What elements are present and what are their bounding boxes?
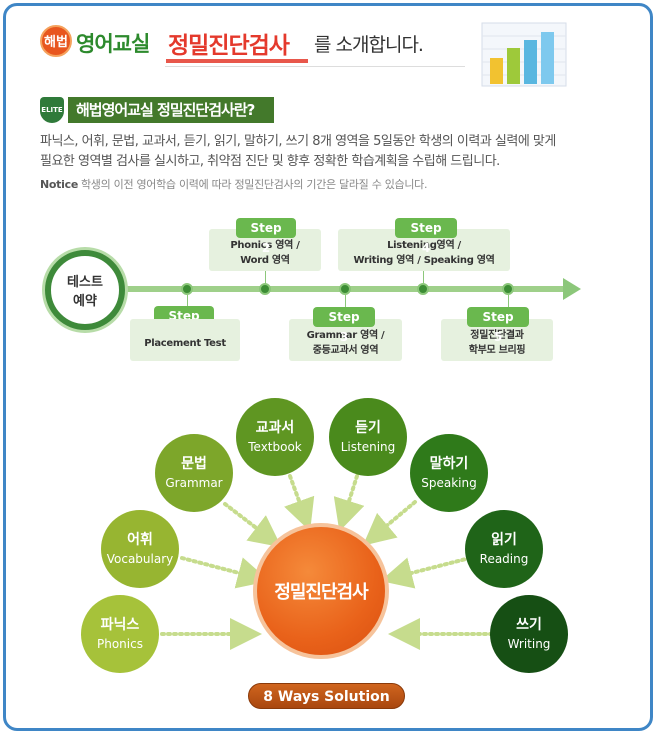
step-3-line-2: 중등교과서 영역 [312,345,379,356]
step-2-box: Phonics 영역 / Word 영역 [209,229,321,271]
area-reading: 읽기 Reading [465,510,543,588]
area-grammar: 문법 Grammar [155,434,233,512]
brand-name: 영어교실 [76,32,150,56]
area-vocabulary-ko: 어휘 [127,532,153,548]
tick-step-1 [187,295,188,309]
step-1-line-1: Placement Test [144,338,226,349]
arrow-grammar [223,502,282,548]
area-speaking-ko: 말하기 [429,456,469,472]
timeline-arrow-icon [563,278,581,300]
step-4-line-1: Listening영역 / [387,240,461,251]
arrow-listening [333,474,365,532]
tick-step-2 [265,271,266,285]
arrow-textbook [284,474,315,532]
step-3-line-1: Grammar 영역 / [306,330,385,341]
step-4-tab: Step 4 [395,218,457,255]
step-3-tab: Step 3 [313,307,375,344]
area-grammar-ko: 문법 [181,456,207,472]
tick-step-4 [423,271,424,285]
tick-step-3 [345,295,346,309]
area-listening-en: Listening [340,440,396,454]
header-divider [165,66,465,67]
solution-badge: 8 Ways Solution [248,683,405,709]
brand-badge: 해법 [40,25,72,57]
notice-label: Notice [40,178,78,191]
area-writing-ko: 쓰기 [516,617,542,633]
area-writing-en: Writing [507,637,551,651]
center-diagnosis-circle: 정밀진단검사 [253,523,389,659]
step-2-tab: Step 2 [236,218,296,255]
area-phonics-en: Phonics [97,637,143,651]
intro-line-1: 파닉스, 어휘, 문법, 교과서, 듣기, 읽기, 말하기, 쓰기 8개 영역을… [40,134,556,149]
area-speaking-en: Speaking [421,476,477,490]
arrow-vocabulary [180,556,270,589]
tick-step-5 [508,295,509,309]
step-2-line-1: Phonics 영역 / [230,240,300,251]
area-textbook-en: Textbook [248,440,302,454]
arrow-speaking [362,500,417,546]
step-5-line-2: 학부모 브리핑 [468,345,526,356]
intro-line-2: 필요한 영역별 검사를 실시하고, 취약점 진단 및 향후 정확한 학습계획을 … [40,154,500,169]
step-5-tab: Step 5 [467,307,529,344]
start-line-1: 테스트 [67,275,103,290]
step-4-line-2: Writing 영역 / Speaking 영역 [353,255,495,266]
area-textbook: 교과서 Textbook [236,398,314,476]
intro-heading: 해법영어교실 정밀진단검사란? [68,97,274,123]
test-reservation-circle: 테스트 예약 [45,250,125,330]
timeline-dot-step-1 [181,283,193,295]
step-5-line-1: 정밀진단결과 [441,328,553,343]
area-phonics-ko: 파닉스 [100,617,140,633]
area-vocabulary-en: Vocabulary [106,552,174,566]
start-line-2: 예약 [73,294,97,309]
bar-chart-illustration-icon [481,22,567,87]
page-title: 정밀진단검사 [168,33,290,59]
intro-description: 파닉스, 어휘, 문법, 교과서, 듣기, 읽기, 말하기, 쓰기 8개 영역을… [40,132,640,172]
timeline-track [95,286,565,292]
elite-emblem-icon: ELITE [40,97,64,123]
title-suffix: 를 소개합니다. [314,34,424,56]
area-writing: 쓰기 Writing [490,595,568,673]
step-2-line-2: Word 영역 [240,255,290,266]
area-textbook-ko: 교과서 [255,420,295,436]
step-1-box: Placement Test [130,319,240,361]
timeline-dot-step-5 [502,283,514,295]
area-speaking: 말하기 Speaking [410,434,488,512]
area-vocabulary: 어휘 Vocabulary [101,510,179,588]
timeline-dot-step-3 [339,283,351,295]
area-reading-ko: 읽기 [491,532,517,548]
area-phonics: 파닉스 Phonics [81,595,159,673]
arrow-reading [380,556,472,589]
area-listening: 듣기 Listening [329,398,407,476]
area-listening-ko: 듣기 [355,420,381,436]
area-reading-en: Reading [479,552,529,566]
area-grammar-en: Grammar [165,476,223,490]
title-underline [166,59,308,63]
step-3-box: Grammar 영역 / 중등교과서 영역 [289,319,402,361]
notice-text: 학생의 이전 영어학습 이력에 따라 정밀진단검사의 기간은 달라질 수 있습니… [80,178,428,191]
